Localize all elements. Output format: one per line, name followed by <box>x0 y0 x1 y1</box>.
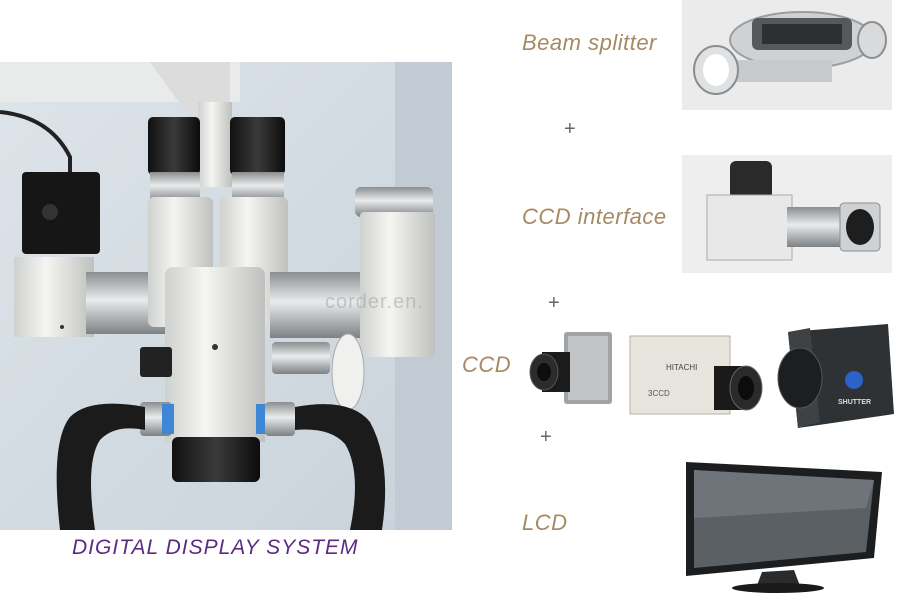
watermark-text: corder.en. <box>325 291 424 313</box>
ccd-camera-shutter-photo: SHUTTER <box>770 318 898 432</box>
ccd-interface-photo <box>682 155 892 273</box>
label-beam-splitter: Beam splitter <box>522 30 657 55</box>
lcd-monitor-photo <box>676 458 890 594</box>
hitachi-model-text: 3CCD <box>648 389 670 398</box>
plus-sign-2: + <box>548 292 560 314</box>
ccd-camera-hitachi-photo: HITACHI 3CCD <box>626 330 768 420</box>
label-ccd: CCD <box>462 352 512 377</box>
label-lcd: LCD <box>522 510 568 535</box>
microscope-photo <box>0 62 452 530</box>
digital-display-caption: DIGITAL DISPLAY SYSTEM <box>72 536 359 559</box>
beam-splitter-photo <box>682 0 892 110</box>
shutter-text: SHUTTER <box>838 399 871 406</box>
ccd-camera-1-photo <box>524 326 616 412</box>
hitachi-brand-text: HITACHI <box>666 363 697 372</box>
plus-sign-1: + <box>564 118 576 140</box>
label-ccd-interface: CCD interface <box>522 204 667 229</box>
microscope-illustration <box>0 62 452 530</box>
plus-sign-3: + <box>540 426 552 448</box>
